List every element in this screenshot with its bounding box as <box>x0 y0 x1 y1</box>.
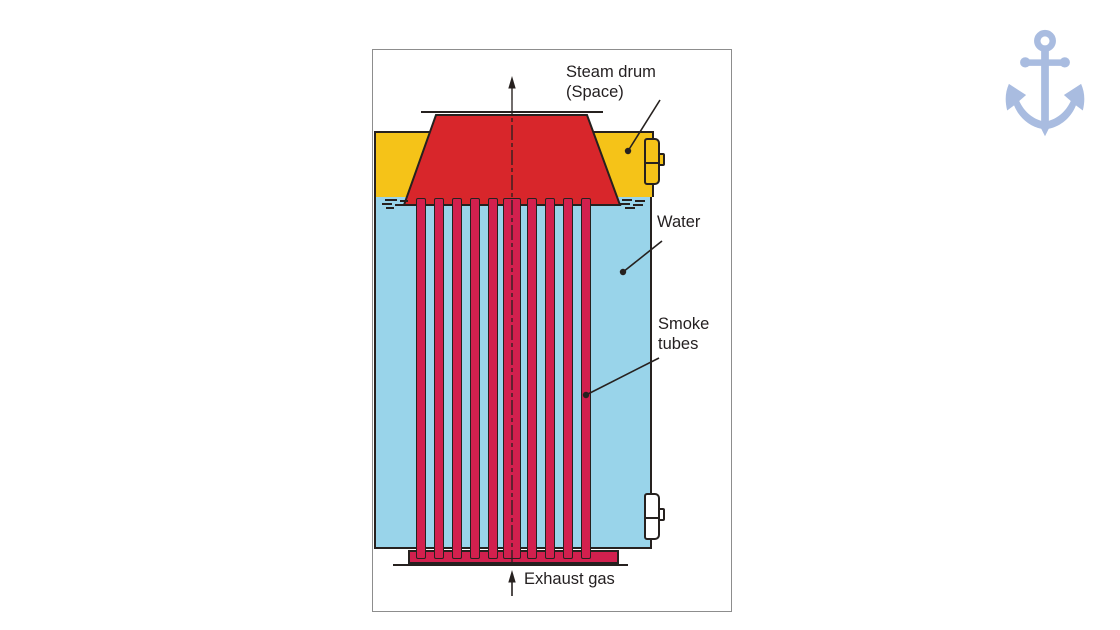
label-steam-drum: Steam drum (Space) <box>566 62 656 102</box>
diagram-frame: Steam drum (Space) Water Smoke tubes Exh… <box>372 49 732 612</box>
smoke-tube <box>545 198 555 559</box>
anchor-logo <box>1005 29 1085 137</box>
anchor-icon <box>1005 29 1085 137</box>
smoke-tube <box>452 198 462 559</box>
smoke-tube <box>563 198 573 559</box>
label-smoke-tubes-line2: tubes <box>658 335 699 353</box>
base-line <box>393 564 628 566</box>
smoke-tube <box>470 198 480 559</box>
smoke-tube <box>416 198 426 559</box>
label-steam-drum-line2: (Space) <box>566 83 624 101</box>
up-arrow-icon <box>508 76 516 89</box>
smoke-tube-center <box>503 198 521 559</box>
anchor-stock <box>1024 59 1066 66</box>
drum-manhole-knob <box>658 153 665 166</box>
smoke-tube <box>527 198 537 559</box>
anchor-shank <box>1041 46 1049 125</box>
smoke-tube <box>488 198 498 559</box>
exhaust-arrow-icon <box>508 570 516 583</box>
label-smoke-tubes: Smoke tubes <box>658 314 709 354</box>
anchor-arms <box>1005 83 1085 130</box>
label-steam-drum-line1: Steam drum <box>566 63 656 81</box>
label-exhaust-gas: Exhaust gas <box>524 570 615 588</box>
smoke-tube <box>434 198 444 559</box>
steam-drum-band <box>374 131 654 197</box>
anchor-stock-ball-left <box>1020 57 1031 68</box>
anchor-stock-ball-right <box>1059 57 1070 68</box>
label-smoke-tubes-line1: Smoke <box>658 315 710 333</box>
smoke-tube <box>581 198 591 559</box>
label-water: Water <box>657 213 701 231</box>
shell-manhole-knob <box>658 508 665 521</box>
anchor-crown-tip <box>1038 124 1052 137</box>
anchor-ring <box>1034 29 1056 52</box>
